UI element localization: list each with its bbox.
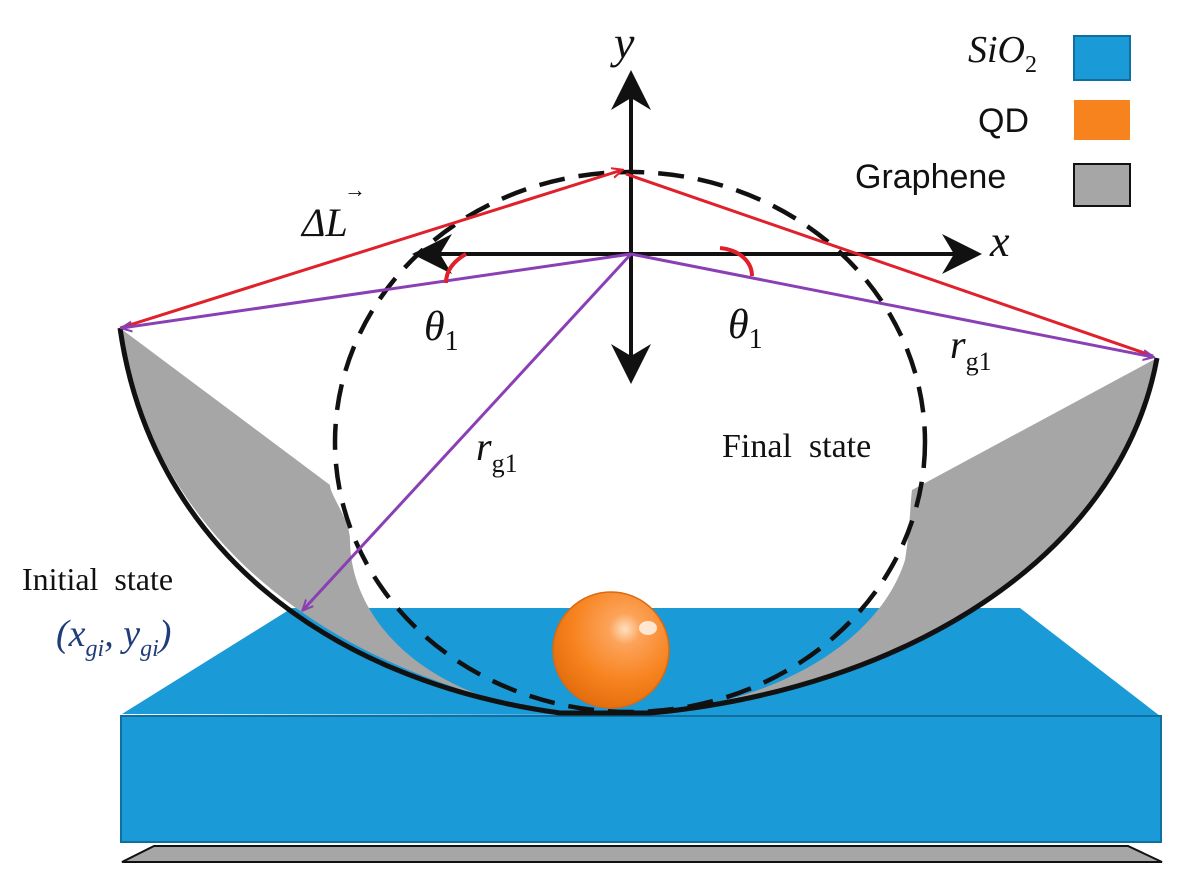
radius-vector-right: [630, 252, 1153, 357]
theta-left-sub: 1: [445, 326, 459, 357]
y-axis-label: y: [610, 17, 635, 68]
theta-left-base: θ: [424, 304, 445, 350]
coords-close: ): [157, 613, 172, 655]
substrate-front-face: [120, 715, 1162, 843]
theta-label-right: θ1: [728, 302, 763, 355]
r-g1-label-right: rg1: [950, 322, 992, 376]
graphene-bowl-curve: [117, 327, 1160, 716]
legend-graphene-label: Graphene: [855, 158, 1006, 196]
initial-state-label: Initial state: [22, 561, 173, 597]
theta-arc-right: [719, 246, 754, 277]
r-center-sub: g1: [492, 449, 518, 478]
delta-l-label: ΔL: [300, 200, 348, 245]
theta-arc-left: [444, 252, 468, 284]
r-g1-label-center: rg1: [476, 424, 518, 478]
legend-qd-swatch: [1074, 100, 1130, 140]
legend-sio2-swatch: [1073, 35, 1131, 81]
r-right-base: r: [950, 322, 966, 367]
coords-mid: , y: [104, 613, 140, 655]
r-center-base: r: [476, 424, 492, 469]
theta-label-left: θ1: [424, 304, 459, 357]
quantum-dot: [552, 591, 670, 709]
quantum-dot-highlight: [639, 621, 657, 635]
legend-sio2-base: SiO: [968, 29, 1025, 71]
coords-sub1: gi: [86, 636, 105, 662]
theta-right-sub: 1: [749, 324, 763, 355]
legend-qd-label: QD: [978, 102, 1029, 140]
theta-right-base: θ: [728, 302, 749, 348]
substrate-bottom-edge: [121, 845, 1163, 863]
coords-open: (x: [56, 613, 86, 655]
legend-graphene-swatch: [1073, 163, 1131, 207]
coords-sub2: gi: [140, 636, 159, 662]
radius-vector-center: [303, 252, 633, 610]
radius-vector-left: [122, 252, 632, 328]
graphene-left-region: [120, 328, 545, 712]
legend: SiO2 QD Graphene: [855, 29, 1131, 207]
final-state-label: Final state: [722, 428, 871, 465]
initial-coords-label: (xgi, ygi): [56, 613, 171, 662]
r-right-sub: g1: [966, 347, 992, 376]
delta-l-arrow-glyph: →: [344, 177, 366, 202]
delta-l-vector-left: [119, 170, 622, 330]
legend-sio2-sub: 2: [1025, 52, 1037, 78]
x-axis-label: x: [989, 217, 1010, 266]
delta-l-vector-right: [625, 172, 1154, 358]
legend-sio2-label: SiO2: [968, 29, 1037, 78]
